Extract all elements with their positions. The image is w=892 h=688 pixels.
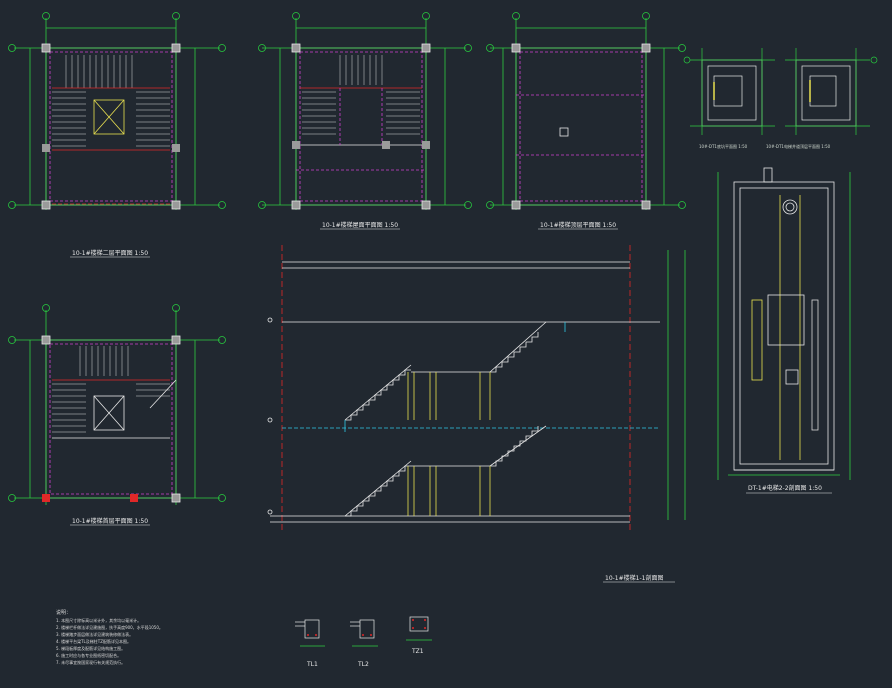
plan-1-title: 10-1#楼梯二层平面图 1:50 xyxy=(72,249,148,257)
elevator-pit-plan xyxy=(683,48,775,135)
note-line: 4. 楼梯平台梁TL及梯柱TZ配筋详见本图。 xyxy=(56,638,131,644)
elevator-section xyxy=(717,167,851,480)
elevator-plan-1-title: 10#-DT1底坑平面图 1:50 xyxy=(699,143,748,149)
detail-tl1-label: TL1 xyxy=(306,661,318,668)
note-line: 3. 楼梯踏步面层做法详见建筑装修做法表。 xyxy=(56,631,133,637)
detail-tl2-label: TL2 xyxy=(357,661,369,668)
stair-section-1-1 xyxy=(267,245,686,530)
elevator-section-title: DT-1#电梯2-2剖面图 1:50 xyxy=(748,484,822,492)
elevator-plan-2-title: 10#-DT1电梯井道顶层平面图 1:50 xyxy=(766,143,831,149)
plan-4-title: 10-1#楼梯首层平面图 1:50 xyxy=(72,517,148,525)
note-line: 2. 楼梯栏杆做法详见建施图，扶手高度900，水平段1050。 xyxy=(56,624,163,630)
plan-1 xyxy=(8,12,226,210)
notes-block: 说明： 1. 本图尺寸除标高以米计外，其余均以毫米计。 2. 楼梯栏杆做法详见建… xyxy=(56,609,163,665)
note-line: 5. 梯段板厚度及配筋详见结构施工图。 xyxy=(56,645,125,651)
notes-heading: 说明： xyxy=(56,609,71,616)
section-1-1-title: 10-1#楼梯1-1剖面图 xyxy=(605,574,663,582)
elevator-top-plan xyxy=(785,48,878,135)
note-line: 1. 本图尺寸除标高以米计外，其余均以毫米计。 xyxy=(56,617,141,623)
detail-tl1 xyxy=(295,619,325,647)
plan-3-title: 10-1#楼梯顶层平面图 1:50 xyxy=(540,221,616,229)
detail-tz1 xyxy=(406,616,432,641)
note-line: 6. 施工时应与各专业图纸密切配合。 xyxy=(56,652,121,658)
plan-4 xyxy=(8,304,226,505)
detail-tz1-label: TZ1 xyxy=(411,648,424,655)
detail-tl2 xyxy=(350,619,378,647)
plan-3 xyxy=(486,12,686,210)
plan-2 xyxy=(258,12,472,210)
plan-2-title: 10-1#楼梯屋面平面图 1:50 xyxy=(322,221,398,229)
note-line: 7. 未尽事宜按国家现行有关规范执行。 xyxy=(56,659,125,665)
